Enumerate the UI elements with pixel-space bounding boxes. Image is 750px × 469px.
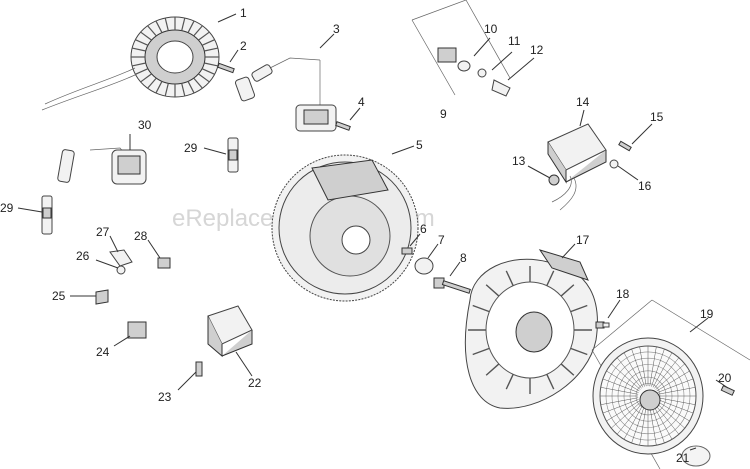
spark-plug-part-a bbox=[227, 137, 239, 173]
stator-part bbox=[41, 16, 220, 111]
callout-16: 16 bbox=[638, 179, 652, 193]
callout-9: 9 bbox=[440, 107, 447, 121]
clip-part-27 bbox=[109, 249, 133, 267]
leader-lines bbox=[17, 13, 729, 451]
callout-7: 7 bbox=[438, 233, 445, 247]
callout-28: 28 bbox=[134, 229, 148, 243]
regulator-part bbox=[547, 123, 632, 211]
callout-23: 23 bbox=[158, 390, 172, 404]
terminal-part-24 bbox=[127, 321, 147, 339]
screw-part-18 bbox=[595, 321, 610, 329]
flywheel-part bbox=[271, 154, 419, 302]
callout-18: 18 bbox=[616, 287, 630, 301]
callout-3: 3 bbox=[333, 22, 340, 36]
callout-13: 13 bbox=[512, 154, 526, 168]
callout-27: 27 bbox=[96, 225, 110, 239]
callout-5: 5 bbox=[416, 138, 423, 152]
connector-part-28 bbox=[157, 257, 171, 269]
callout-20: 20 bbox=[718, 371, 732, 385]
callout-4: 4 bbox=[358, 95, 365, 109]
callout-29a: 29 bbox=[184, 141, 198, 155]
callout-21: 21 bbox=[676, 451, 690, 465]
callout-14: 14 bbox=[576, 95, 590, 109]
callout-labels: 1 2 3 4 5 6 7 8 9 10 11 12 13 14 15 16 1… bbox=[0, 6, 732, 465]
fan-housing-part bbox=[464, 249, 598, 409]
callout-29b: 29 bbox=[0, 201, 14, 215]
bracket-part-25 bbox=[95, 289, 109, 305]
callout-1: 1 bbox=[240, 6, 247, 20]
callout-10: 10 bbox=[484, 22, 498, 36]
washer-part-26 bbox=[116, 265, 126, 275]
screw-part-4 bbox=[335, 121, 351, 131]
washer-part bbox=[414, 257, 434, 275]
callout-15: 15 bbox=[650, 110, 664, 124]
callout-11: 11 bbox=[508, 34, 521, 48]
ignition-module-part bbox=[235, 57, 337, 132]
callout-8: 8 bbox=[460, 251, 467, 265]
callout-26: 26 bbox=[76, 249, 90, 263]
callout-24: 24 bbox=[96, 345, 110, 359]
spark-plug-part-b bbox=[41, 195, 53, 235]
callout-25: 25 bbox=[52, 289, 66, 303]
callout-2: 2 bbox=[240, 39, 247, 53]
callout-17: 17 bbox=[576, 233, 590, 247]
callout-6: 6 bbox=[420, 222, 427, 236]
screw-part-2 bbox=[217, 62, 235, 74]
callout-22: 22 bbox=[248, 376, 262, 390]
ignition-coil-part bbox=[57, 147, 147, 185]
rectifier-part bbox=[195, 305, 253, 377]
screw-part-20 bbox=[720, 384, 735, 396]
switch-group-9 bbox=[411, 0, 511, 97]
grille-screen-part bbox=[592, 337, 704, 455]
callout-19: 19 bbox=[700, 307, 714, 321]
callout-30: 30 bbox=[138, 118, 152, 132]
callout-12: 12 bbox=[530, 43, 544, 57]
key-part bbox=[401, 247, 413, 255]
cap-part-21 bbox=[681, 445, 711, 467]
flywheel-bolt-part bbox=[433, 277, 471, 294]
